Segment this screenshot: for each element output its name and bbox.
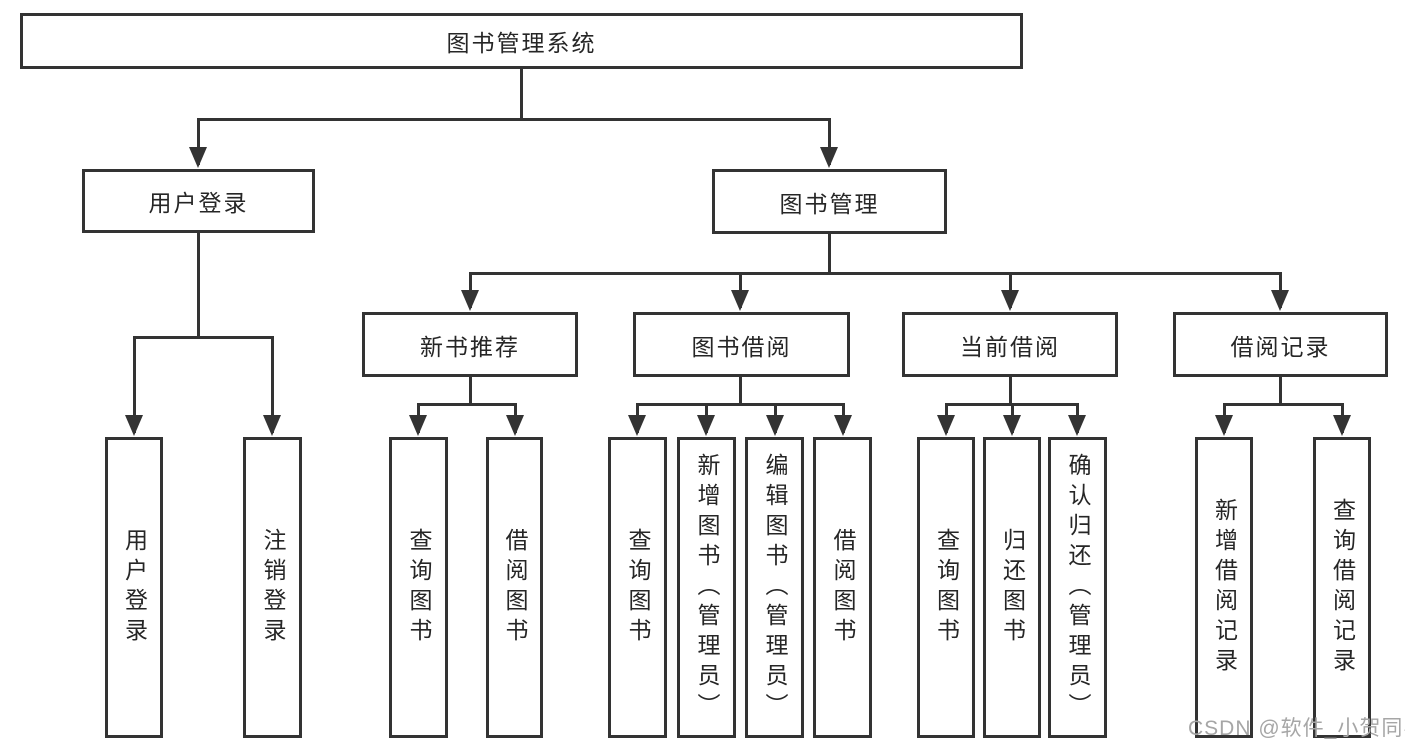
arrow-down-icon [834,415,852,436]
node-leaf-bb-borrow: 借阅图书 [813,437,872,738]
node-root: 图书管理系统 [20,13,1023,69]
connector-stem [197,233,200,339]
connector-stem [739,377,742,406]
arrow-down-icon [731,290,749,311]
node-user-login: 用户登录 [82,169,315,233]
node-label: 图书管理系统 [446,30,597,56]
node-leaf-user-login: 用户登录 [105,437,163,738]
arrow-down-icon [1271,290,1289,311]
node-leaf-cb-return: 归还图书 [983,437,1041,738]
arrow-down-icon [506,415,524,436]
node-leaf-bb-add: 新增图书（管理员） [677,437,736,738]
arrow-down-icon [461,290,479,311]
node-leaf-logout: 注销登录 [243,437,302,738]
connector-drop [133,336,136,433]
node-leaf-br-add: 新增借阅记录 [1195,437,1253,738]
node-current-borrow: 当前借阅 [902,312,1118,377]
connector-drop [197,118,200,165]
connector-rail [1223,403,1344,406]
node-leaf-cb-confirm: 确认归还（管理员） [1048,437,1107,738]
connector-stem [469,377,472,406]
node-label: 查询图书 [406,527,432,648]
connector-rail [417,403,517,406]
node-label: 新增图书（管理员） [694,452,720,723]
node-new-book-rec: 新书推荐 [362,312,578,377]
connector-stem [1009,377,1012,406]
node-label: 确认归还（管理员） [1065,452,1091,723]
node-label: 用户登录 [148,190,249,216]
node-leaf-nbr-query: 查询图书 [389,437,448,738]
node-label: 图书管理 [779,190,880,217]
node-leaf-br-query: 查询借阅记录 [1313,437,1371,738]
connector-stem [520,69,523,121]
connector-stem [828,234,831,275]
connector-drop [271,336,274,433]
node-leaf-nbr-borrow: 借阅图书 [486,437,543,738]
arrow-down-icon [263,415,281,436]
node-label: 归还图书 [999,527,1026,648]
node-label: 图书借阅 [691,333,792,360]
node-leaf-cb-query: 查询图书 [917,437,975,738]
arrow-down-icon [766,415,784,436]
node-label: 当前借阅 [960,333,1060,360]
connector-rail [469,272,1282,275]
node-label: 借阅记录 [1230,333,1331,360]
arrow-down-icon [409,415,427,436]
arrow-down-icon [820,147,838,168]
node-label: 查询图书 [933,527,960,648]
node-leaf-bb-edit: 编辑图书（管理员） [745,437,804,738]
arrow-down-icon [937,415,955,436]
node-label: 编辑图书（管理员） [762,452,788,723]
node-label: 新书推荐 [420,333,520,360]
arrow-down-icon [1001,290,1019,311]
arrow-down-icon [628,415,646,436]
connector-rail [133,336,274,339]
arrow-down-icon [189,147,207,168]
node-borrow-records: 借阅记录 [1173,312,1388,377]
watermark: CSDN @软件_小贺同学 [1188,717,1405,740]
node-book-mgmt: 图书管理 [712,169,947,234]
connector-rail [197,118,831,121]
arrow-down-icon [1215,415,1233,436]
arrow-down-icon [1068,415,1086,436]
node-label: 借阅图书 [502,527,528,648]
node-label: 注销登录 [260,527,286,648]
connector-drop [828,118,831,165]
connector-stem [1279,377,1282,406]
node-label: 用户登录 [121,527,148,648]
arrow-down-icon [697,415,715,436]
arrow-down-icon [1333,415,1351,436]
node-label: 查询图书 [625,527,651,648]
node-label: 新增借阅记录 [1211,497,1238,678]
node-label: 借阅图书 [830,527,856,648]
node-book-borrow: 图书借阅 [633,312,850,377]
node-leaf-bb-query: 查询图书 [608,437,667,738]
arrow-down-icon [125,415,143,436]
arrow-down-icon [1003,415,1021,436]
connector-rail [636,403,845,406]
node-label: 查询借阅记录 [1329,497,1356,678]
